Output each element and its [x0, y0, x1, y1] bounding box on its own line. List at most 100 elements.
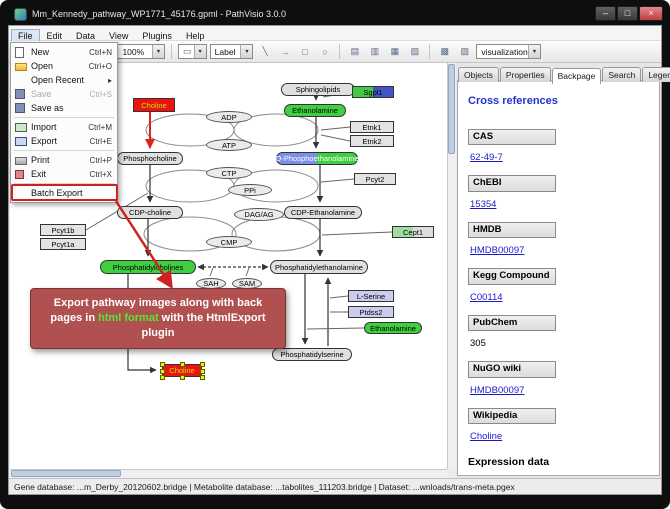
file-menu-item-batch-export[interactable]: Batch Export: [11, 186, 117, 200]
menu-data[interactable]: Data: [76, 31, 96, 41]
chevron-down-icon[interactable]: ▼: [193, 45, 206, 58]
close-button[interactable]: ×: [639, 6, 663, 21]
menu-edit[interactable]: Edit: [46, 31, 63, 41]
pathway-node-ctp[interactable]: CTP: [206, 167, 252, 179]
pathway-node-phosphocholine[interactable]: Phosphocholine: [117, 152, 183, 165]
pathway-node-ethanolamine[interactable]: Ethanolamine: [364, 322, 422, 334]
label-tool-dropdown[interactable]: Label ▼: [209, 44, 254, 59]
annotation-text: with the HtmlExport plugin: [141, 311, 266, 339]
menu-item-label: Open: [31, 61, 54, 71]
pathway-node-ppi[interactable]: PPi: [228, 184, 272, 196]
pathway-node-atp[interactable]: ATP: [206, 139, 252, 151]
menu-help[interactable]: Help: [185, 31, 205, 41]
stack-vertical-button[interactable]: ▩: [436, 43, 453, 60]
connector-tool-button[interactable]: →: [276, 43, 293, 60]
file-menu-item-open-recent[interactable]: Open Recent▸: [11, 73, 117, 87]
open-icon: [15, 62, 27, 71]
pathway-node-phosphatidylethanolamine[interactable]: Phosphatidylethanolamine: [270, 260, 368, 274]
tab-search[interactable]: Search: [602, 67, 642, 82]
toolbar: Zoom: 100% ▼ ▭ ▼ Label ▼ ╲ → □ ○ ▤ ▥ ▦ ▧…: [9, 41, 661, 63]
chevron-down-icon[interactable]: ▼: [528, 45, 540, 58]
backpage-link[interactable]: HMDB00097: [470, 245, 525, 257]
distribute-button[interactable]: ▧: [406, 43, 423, 60]
backpage-link[interactable]: HMDB00097: [470, 384, 525, 396]
selection-handle[interactable]: [200, 368, 205, 374]
tab-objects[interactable]: Objects: [458, 67, 499, 82]
zoom-combobox[interactable]: 100% ▼: [117, 44, 166, 59]
tab-legend[interactable]: Legend: [642, 67, 670, 82]
pathway-node-phosphatidylcholines[interactable]: Phosphatidylcholines: [100, 260, 196, 274]
file-menu-item-save-as[interactable]: Save as: [11, 101, 117, 115]
selection-handle[interactable]: [160, 375, 165, 380]
line-tool-button[interactable]: ╲: [256, 43, 273, 60]
backpage-section-header: HMDB: [468, 221, 556, 239]
backpage-link[interactable]: C00114: [470, 291, 503, 303]
pathway-node-etnk2[interactable]: Etnk2: [350, 135, 394, 147]
selection-handle[interactable]: [180, 362, 185, 367]
vertical-scrollbar-thumb[interactable]: [448, 64, 455, 154]
horizontal-scrollbar-thumb[interactable]: [11, 470, 121, 477]
expression-data-heading: Expression data: [468, 456, 550, 469]
pathway-node-pcyt1a[interactable]: Pcyt1a: [40, 238, 86, 250]
backpage-link[interactable]: Choline: [470, 431, 503, 443]
rectangle-tool-icon: □: [302, 46, 308, 57]
pathway-node-o-phosphoethanolamine[interactable]: O-Phosphoethanolamine: [275, 152, 359, 165]
visualization-dropdown[interactable]: visualization ▼: [476, 44, 541, 59]
tab-backpage[interactable]: Backpage: [551, 68, 602, 84]
pathway-node-phosphatidylserine[interactable]: Phosphatidylserine: [272, 348, 352, 361]
selection-handle[interactable]: [160, 368, 165, 374]
pathway-node-sgpl1[interactable]: Sgpl1: [352, 86, 394, 98]
new-element-dropdown[interactable]: ▭ ▼: [177, 44, 207, 59]
tab-properties[interactable]: Properties: [499, 67, 551, 82]
pathway-node-etnk1[interactable]: Etnk1: [350, 121, 394, 133]
horizontal-scrollbar[interactable]: [10, 469, 447, 478]
menu-shortcut: Ctrl+N: [89, 47, 112, 57]
selection-handle[interactable]: [200, 375, 205, 380]
align-center-button[interactable]: ▥: [366, 43, 383, 60]
pathway-node-dag-ag[interactable]: DAG/AG: [234, 208, 284, 221]
align-top-button[interactable]: ▦: [386, 43, 403, 60]
selection-handle[interactable]: [180, 375, 185, 380]
backpage-link[interactable]: 62-49-7: [470, 152, 503, 164]
pathway-node-sphingolipids[interactable]: Sphingolipids: [281, 83, 355, 96]
menu-separator: [14, 183, 114, 184]
pathway-node-cmp[interactable]: CMP: [206, 236, 252, 248]
pathway-node-cdp-choline[interactable]: CDP-choline: [117, 206, 183, 219]
vertical-scrollbar[interactable]: [447, 63, 456, 469]
pathway-node-choline[interactable]: Choline: [133, 98, 175, 112]
menu-plugins[interactable]: Plugins: [142, 31, 172, 41]
maximize-button[interactable]: □: [617, 6, 638, 21]
toolbar-separator: [339, 44, 341, 59]
chevron-down-icon[interactable]: ▼: [240, 45, 253, 58]
pathway-node-ethanolamine[interactable]: Ethanolamine: [284, 104, 346, 117]
pathway-node-pcyt1b[interactable]: Pcyt1b: [40, 224, 86, 236]
pathway-node-adp[interactable]: ADP: [206, 111, 252, 123]
stack-horizontal-button[interactable]: ▨: [456, 43, 473, 60]
pathway-node-l-serine[interactable]: L-Serine: [348, 290, 394, 302]
pathway-node-ptdss2[interactable]: Ptdss2: [348, 306, 394, 318]
pathway-node-pcyt2[interactable]: Pcyt2: [354, 173, 396, 185]
selection-handle[interactable]: [200, 362, 205, 367]
pathway-node-cdp-ethanolamine[interactable]: CDP-Ethanolamine: [284, 206, 362, 219]
ellipse-tool-button[interactable]: ○: [316, 43, 333, 60]
align-left-button[interactable]: ▤: [346, 43, 363, 60]
pathway-node-cept1[interactable]: Cept1: [392, 226, 434, 238]
backpage-link[interactable]: 15354: [470, 198, 497, 210]
pathway-node-choline[interactable]: Choline: [160, 362, 205, 380]
minimize-button[interactable]: –: [595, 6, 616, 21]
selection-handle[interactable]: [160, 362, 165, 367]
rectangle-tool-button[interactable]: □: [296, 43, 313, 60]
menu-view[interactable]: View: [109, 31, 129, 41]
backpage-section-header: ChEBI: [468, 175, 556, 192]
chevron-down-icon[interactable]: ▼: [152, 45, 165, 58]
